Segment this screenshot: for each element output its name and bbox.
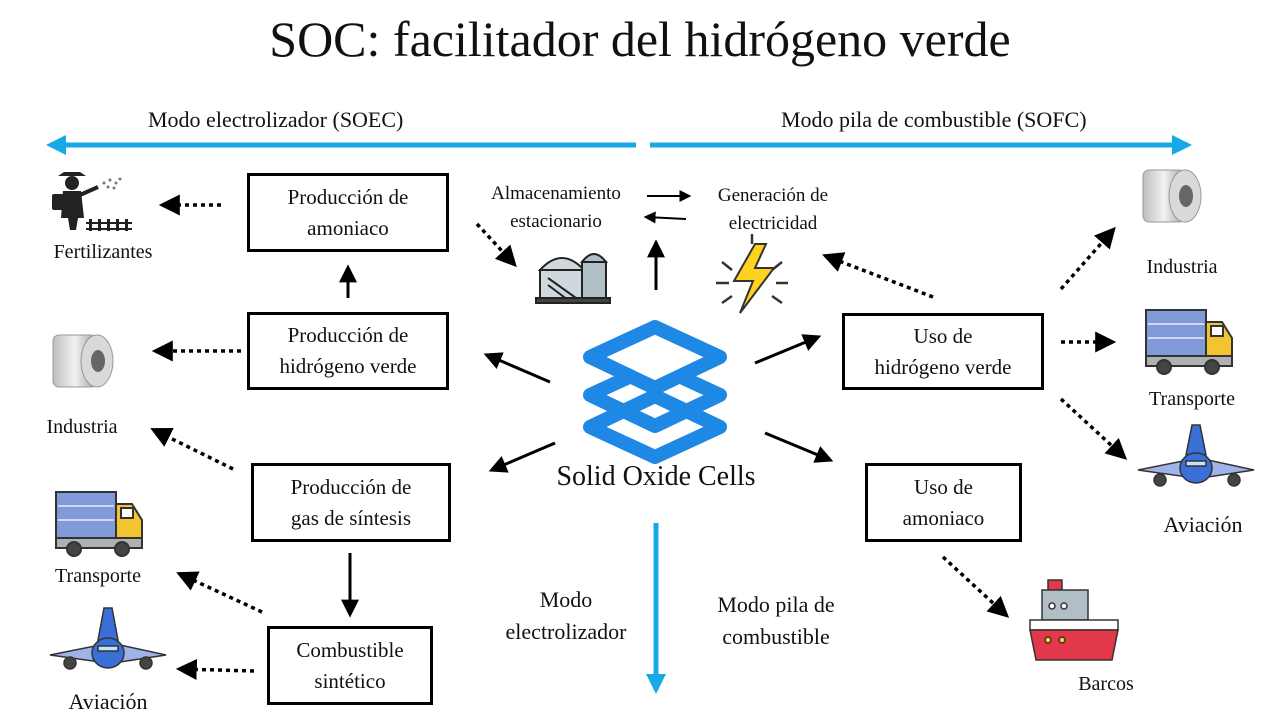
- dotted-fuel-to-transport: [176, 571, 263, 614]
- arrow-soc-to-syngas: [488, 441, 556, 473]
- box-line: Combustible: [296, 637, 404, 662]
- electricity-label: Generación de electricidad: [693, 182, 853, 238]
- arrow-soc-to-nh3use: [764, 431, 834, 463]
- bottom-mode-fuel-cell: Modo pila de combustible: [696, 589, 856, 653]
- dotted-fuel-to-aviation: [175, 658, 255, 680]
- dotted-nh3use-to-ships: [941, 555, 1010, 618]
- storage-label-line: estacionario: [510, 211, 602, 232]
- storage-tanks-icon: [535, 253, 611, 304]
- farmer-fertilizer-icon: [52, 172, 132, 231]
- electricity-label-line: electricidad: [728, 213, 818, 234]
- box-ammonia-use: Uso de amoniaco: [865, 463, 1022, 542]
- box-line: amoniaco: [902, 505, 985, 530]
- label-aviation-left: Aviación: [68, 689, 148, 714]
- dotted-h2use-to-industry: [1059, 226, 1116, 291]
- mode-label-soec: Modo electrolizador (SOEC): [148, 107, 404, 132]
- soc-label: Solid Oxide Cells: [556, 461, 756, 492]
- dotted-to-storage: [475, 222, 517, 268]
- ship-icon: [1029, 579, 1119, 661]
- plane-icon-left: [49, 607, 167, 670]
- label-ships: Barcos: [1078, 673, 1134, 695]
- storage-label-line: Almacenamiento: [491, 183, 621, 204]
- box-line: gas de síntesis: [290, 505, 412, 530]
- lightning-icon: [716, 234, 788, 314]
- box-line: sintético: [314, 668, 386, 693]
- box-line: hidrógeno verde: [874, 354, 1012, 379]
- box-synthetic-fuel: Combustible sintético: [267, 626, 433, 705]
- bottom-mode-line: Modo pila de: [717, 592, 835, 617]
- box-green-hydrogen-use: Uso de hidrógeno verde: [842, 313, 1044, 390]
- storage-label: Almacenamiento estacionario: [470, 180, 642, 236]
- bottom-mode-line: electrolizador: [505, 619, 627, 644]
- label-transport-right: Transporte: [1149, 388, 1235, 410]
- diagram-title: SOC: facilitador del hidrógeno verde: [269, 11, 1011, 67]
- box-line: Producción de: [287, 184, 409, 209]
- industry-coil-icon-left: [52, 334, 114, 388]
- arrow-soc-to-h2use: [754, 334, 822, 365]
- label-transport-left: Transporte: [55, 565, 141, 587]
- bottom-mode-line: Modo: [539, 587, 593, 612]
- box-green-hydrogen-production: Producción de hidrógeno verde: [247, 312, 449, 390]
- box-syngas-production: Producción de gas de síntesis: [251, 463, 451, 542]
- soc-stack-icon: [583, 320, 727, 464]
- label-industry-left: Industria: [46, 416, 118, 438]
- bottom-mode-line: combustible: [722, 624, 830, 649]
- truck-icon-right: [1145, 309, 1233, 375]
- box-line: amoniaco: [307, 215, 389, 240]
- arrow-soc-to-h2prod: [483, 352, 551, 384]
- electricity-label-line: Generación de: [717, 185, 829, 206]
- box-line: Producción de: [287, 323, 409, 347]
- bottom-mode-electrolyzer: Modo electrolizador: [486, 584, 646, 648]
- label-fertilizers: Fertilizantes: [53, 241, 153, 263]
- plane-icon-right: [1137, 424, 1255, 487]
- box-line: Uso de: [913, 323, 973, 348]
- dotted-syngas-to-industry: [150, 428, 234, 471]
- label-industry-right: Industria: [1146, 256, 1218, 278]
- mode-label-sofc: Modo pila de combustible (SOFC): [781, 107, 1087, 132]
- box-line: Uso de: [914, 474, 973, 499]
- box-line: hidrógeno verde: [279, 354, 417, 378]
- label-aviation-right: Aviación: [1163, 512, 1243, 537]
- dotted-h2use-to-elec: [822, 252, 934, 299]
- box-ammonia-production: Producción de amoniaco: [247, 173, 449, 252]
- industry-coil-icon-right: [1142, 169, 1202, 223]
- dotted-h2use-to-aviation: [1059, 397, 1128, 460]
- box-line: Producción de: [290, 474, 412, 499]
- arrow-elec-to-storage: [643, 211, 687, 224]
- truck-icon-left: [55, 491, 143, 557]
